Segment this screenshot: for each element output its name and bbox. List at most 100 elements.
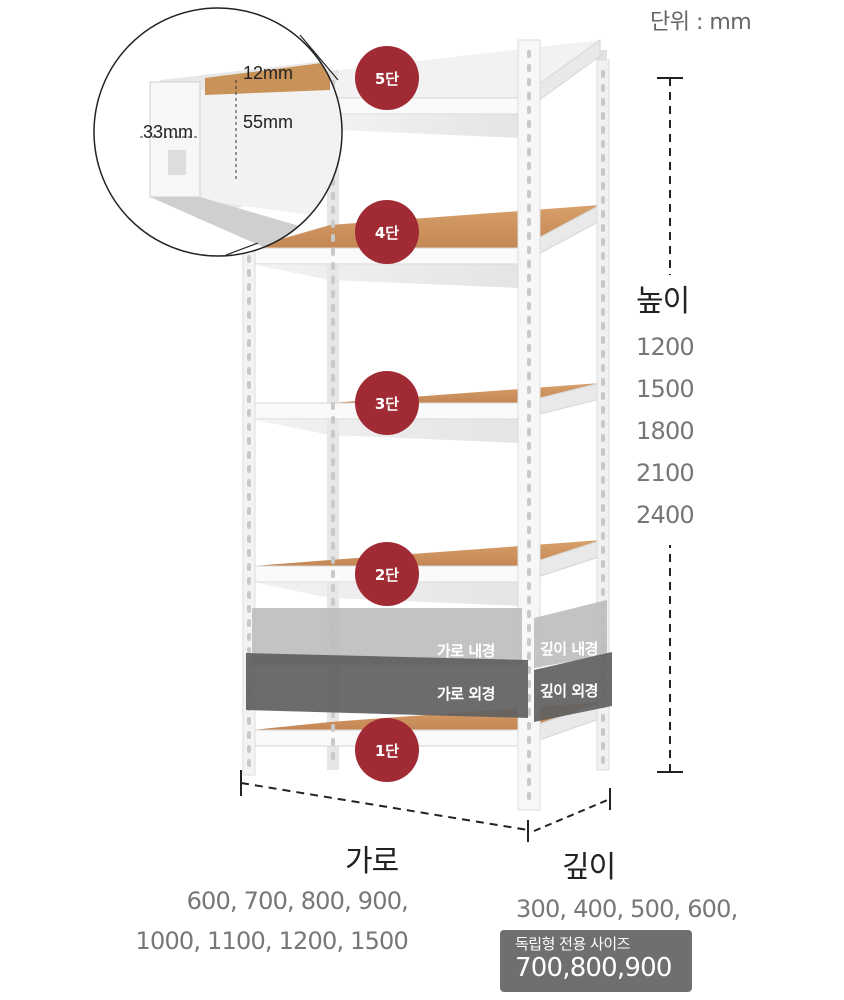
- post-hole: [527, 498, 531, 506]
- post-hole: [247, 479, 251, 487]
- depth-title: 깊이: [562, 850, 616, 885]
- post-hole: [601, 266, 605, 274]
- post-holes: [247, 50, 605, 800]
- post-hole: [247, 563, 251, 571]
- shelf-top: [252, 540, 602, 566]
- shelf-top: [250, 383, 600, 403]
- post-hole: [247, 535, 251, 543]
- post-hole: [247, 269, 251, 277]
- post-hole: [331, 486, 335, 494]
- post-hole: [247, 311, 251, 319]
- outer-band: [246, 652, 612, 722]
- post-hole: [247, 577, 251, 585]
- post-hole: [601, 560, 605, 568]
- post-hole: [331, 542, 335, 550]
- depth-values: 300, 400, 500, 600,: [516, 895, 738, 923]
- post-hole: [527, 750, 531, 758]
- post-hole: [601, 420, 605, 428]
- post-hole: [331, 752, 335, 760]
- post-hole: [331, 388, 335, 396]
- post-hole: [247, 451, 251, 459]
- post-hole: [527, 386, 531, 394]
- standalone-size-title: 독립형 전용 사이즈: [515, 935, 630, 953]
- post-hole: [527, 554, 531, 562]
- post-hole: [247, 367, 251, 375]
- post-hole: [527, 652, 531, 660]
- post-hole: [247, 605, 251, 613]
- post-hole: [601, 322, 605, 330]
- post-hole: [601, 350, 605, 358]
- post-hole: [527, 568, 531, 576]
- post-hole: [601, 196, 605, 204]
- post-hole: [601, 84, 605, 92]
- post-hole: [247, 423, 251, 431]
- band-width-inner: 가로 내경: [437, 642, 495, 660]
- post-hole: [331, 528, 335, 536]
- post-hole: [247, 339, 251, 347]
- post-hole: [331, 430, 335, 438]
- post-hole: [247, 297, 251, 305]
- post-hole: [601, 490, 605, 498]
- post-hole: [527, 358, 531, 366]
- tier-badge-1: 1단: [355, 718, 419, 782]
- post-hole: [601, 476, 605, 484]
- post-hole: [601, 308, 605, 316]
- post-hole: [527, 302, 531, 310]
- post-hole: [601, 462, 605, 470]
- post-hole: [527, 624, 531, 632]
- post-hole: [331, 192, 335, 200]
- post-hole: [331, 570, 335, 578]
- post-hole: [601, 140, 605, 148]
- post-hole: [527, 722, 531, 730]
- post-hole: [601, 504, 605, 512]
- standalone-size-values: 700,800,900: [515, 953, 672, 983]
- post-hole: [601, 364, 605, 372]
- band-depth-outer: 깊이 외경: [540, 682, 598, 700]
- post-hole: [601, 280, 605, 288]
- post-hole: [601, 252, 605, 260]
- post-hole: [527, 414, 531, 422]
- post-hole: [527, 148, 531, 156]
- post-hole: [527, 540, 531, 548]
- post-hole: [601, 406, 605, 414]
- post-hole: [527, 526, 531, 534]
- post-hole: [331, 402, 335, 410]
- post-hole: [601, 448, 605, 456]
- post-hole: [247, 591, 251, 599]
- post-hole: [527, 610, 531, 618]
- post-hole: [601, 168, 605, 176]
- post-hole: [247, 325, 251, 333]
- post-hole: [247, 745, 251, 753]
- post-hole: [331, 318, 335, 326]
- post-hole: [331, 262, 335, 270]
- post-hole: [601, 532, 605, 540]
- post-hole: [331, 206, 335, 214]
- post-hole: [331, 374, 335, 382]
- height-value: 2400: [636, 501, 695, 529]
- post-hole: [601, 728, 605, 736]
- post-hole: [601, 574, 605, 582]
- post-hole: [331, 584, 335, 592]
- post-hole: [331, 332, 335, 340]
- post-hole: [331, 500, 335, 508]
- post-hole: [527, 638, 531, 646]
- post-hole: [331, 514, 335, 522]
- post-hole: [527, 106, 531, 114]
- post-hole: [247, 493, 251, 501]
- post-hole: [527, 260, 531, 268]
- shelf-front-lip: [329, 97, 521, 115]
- tier-badge-4: 4단: [355, 200, 419, 264]
- height-value: 1200: [636, 333, 695, 361]
- post-hole: [247, 409, 251, 417]
- post-hole: [527, 344, 531, 352]
- width-values-line1: 600, 700, 800, 900,: [186, 887, 409, 915]
- post-hole: [247, 619, 251, 627]
- post-hole: [601, 518, 605, 526]
- height-value: 1500: [636, 375, 695, 403]
- post-hole: [247, 353, 251, 361]
- post-hole: [247, 437, 251, 445]
- post-hole: [601, 378, 605, 386]
- post-hole: [601, 756, 605, 764]
- post-hole: [601, 182, 605, 190]
- post-hole: [527, 512, 531, 520]
